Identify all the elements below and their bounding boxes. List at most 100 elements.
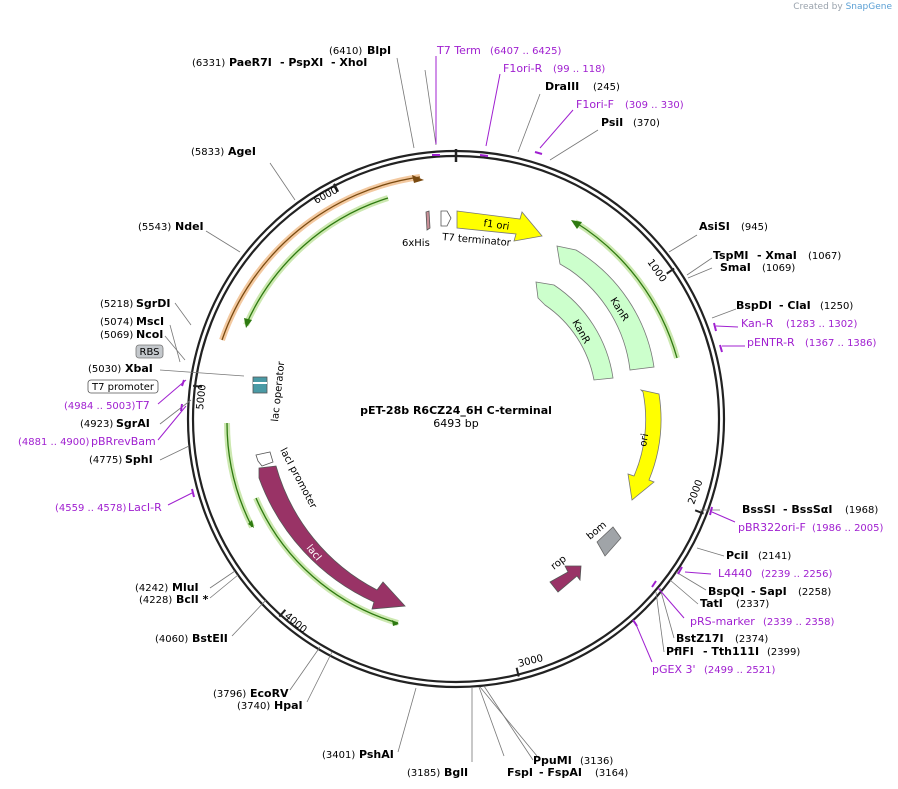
enzyme-msci-pos: (5074) [100,317,133,328]
primer-laci-r: LacI-R [128,501,162,514]
enzyme-bgli: BglI [444,766,468,779]
feature-ori-label: ori [638,433,651,448]
feature-t7-terminator-label: T7 terminator [441,232,512,249]
primer-prs-marker: pRS-marker [690,615,755,628]
enzyme-paer7i-pos: (6331) [192,58,225,69]
enzyme-bcli-pos: (4228) [139,595,172,606]
enzyme-ncoi-pos: (5069) [100,330,133,341]
primer-pentr-r-range: (1367 .. 1386) [805,338,877,349]
enzyme-tspmi-pos: (1067) [808,251,841,262]
tick-label-2000: 2000 [686,478,705,506]
enzyme-bsssi: BssSI [742,503,776,516]
enzyme-xbai-pos: (5030) [88,364,121,375]
enzyme-hpai-pos: (3740) [237,701,270,712]
feature-rop [549,565,582,593]
primer-prs-marker-range: (2339 .. 2358) [763,617,835,628]
enzyme-xmai: - XmaI [757,249,797,262]
feature-rop-label: rop [549,554,569,573]
enzyme-ppumi: PpuMI [533,754,572,767]
enzyme-fspai: - FspAI [539,766,582,779]
enzyme-sphi-pos: (4775) [89,455,122,466]
enzyme-ppumi-pos: (3136) [580,756,613,767]
enzyme-bspdi-pos: (1250) [820,301,853,312]
enzyme-draiii-pos: (245) [593,82,620,93]
primer-t7: T7 [135,399,150,412]
primer-leaders [157,56,745,663]
enzyme-pspxi: - PspXI [280,56,323,69]
primer-f1ori-r-range: (99 .. 118) [553,64,605,75]
feature-f1-ori-label: f1 ori [483,218,510,233]
enzyme-blpi-pos: (6410) [329,46,362,57]
enzyme-xhoi: - XhoI [331,56,367,69]
primer-l4440: L4440 [718,567,752,580]
enzyme-agei: AgeI [228,145,256,158]
primer-marks [180,151,723,627]
enzyme-hpai: HpaI [274,699,303,712]
primer-l4440-range: (2239 .. 2256) [761,569,833,580]
enzyme-bspdi: BspDI [736,299,772,312]
enzyme-bstz17i: BstZ17I [676,632,724,645]
feature-laci [258,465,406,610]
enzyme-mlui-pos: (4242) [135,583,168,594]
enzyme-pshai: PshAI [359,748,394,761]
primer-kan-r: Kan-R [741,317,774,330]
feature-f1-ori [456,210,543,242]
enzyme-pcii: PciI [726,549,748,562]
primer-f1ori-f-range: (309 .. 330) [625,100,684,111]
enzyme-msci: MscI [136,315,164,328]
enzyme-agei-pos: (5833) [191,147,224,158]
enzyme-bcli: BclI * [176,593,209,606]
enzyme-paer7i: PaeR7I [229,56,272,69]
tick-1000 [666,267,675,275]
enzyme-tspmi: TspMI [713,249,749,262]
enzyme-asisi-pos: (945) [741,222,768,233]
enzyme-smai: SmaI [720,261,751,274]
enzyme-psii-pos: (370) [633,118,660,129]
enzyme-ncoi: NcoI [136,328,163,341]
feature-laci-promoter [255,451,274,467]
primer-kan-r-range: (1283 .. 1302) [786,319,858,330]
enzyme-sgrai: SgrAI [116,417,150,430]
enzyme-labels: (6410) BlpI (6331) PaeR7I - PspXI - XhoI… [80,44,878,779]
enzyme-sgrdi: SgrDI [136,297,170,310]
enzyme-pcii-pos: (2141) [758,551,791,562]
primer-pentr-r: pENTR-R [747,336,795,349]
feature-6xhis-label: 6xHis [402,238,430,249]
primer-t7-term: T7 Term [436,44,481,57]
feature-lac-operator-label: lac operator [270,360,287,422]
enzyme-bsssi-pos: (1968) [845,505,878,516]
created-by-credit: Created by SnapGene [793,2,892,12]
enzyme-fspai-pos: (3164) [595,768,628,779]
enzyme-ecorv: EcoRV [250,687,289,700]
feature-ori [627,389,662,501]
enzyme-smai-pos: (1069) [762,263,795,274]
primer-laci-r-range: (4559 .. 4578) [55,503,127,514]
feature-bom [596,526,622,557]
boxed-labels: RBS T7 promoter [87,344,164,394]
enzyme-sphi: SphI [125,453,153,466]
enzyme-bstz17i-pos: (2374) [735,634,768,645]
enzyme-bspqi: BspQI [708,585,744,598]
primer-labels: T7 Term (6407 .. 6425) F1ori-R (99 .. 11… [18,44,884,676]
primer-pgex3: pGEX 3' [652,663,696,676]
rbs-box [135,344,164,359]
feature-t7-terminator [440,210,452,227]
leader-lines [159,57,737,762]
tick-label-1000: 1000 [645,257,669,284]
enzyme-ecorv-pos: (3796) [213,689,246,700]
primer-f1ori-r: F1ori-R [503,62,543,75]
enzyme-tati-pos: (2337) [736,599,769,610]
feature-lac-operator [252,376,268,394]
enzyme-psii: PsiI [601,116,623,129]
enzyme-fspi: FspI [507,766,533,779]
enzyme-sapi: - SapI [751,585,787,598]
primer-pbrrevbam: pBRrevBam [91,435,156,448]
enzyme-pflfi-pos: (2399) [767,647,800,658]
enzyme-draiii: DraIII [545,80,579,93]
primer-pbrrevbam-range: (4881 .. 4900) [18,437,90,448]
primer-f1ori-f: F1ori-F [576,98,614,111]
enzyme-bsteii-pos: (4060) [155,634,188,645]
enzyme-asisi: AsiSI [699,220,730,233]
primer-t7-term-range: (6407 .. 6425) [490,46,562,57]
